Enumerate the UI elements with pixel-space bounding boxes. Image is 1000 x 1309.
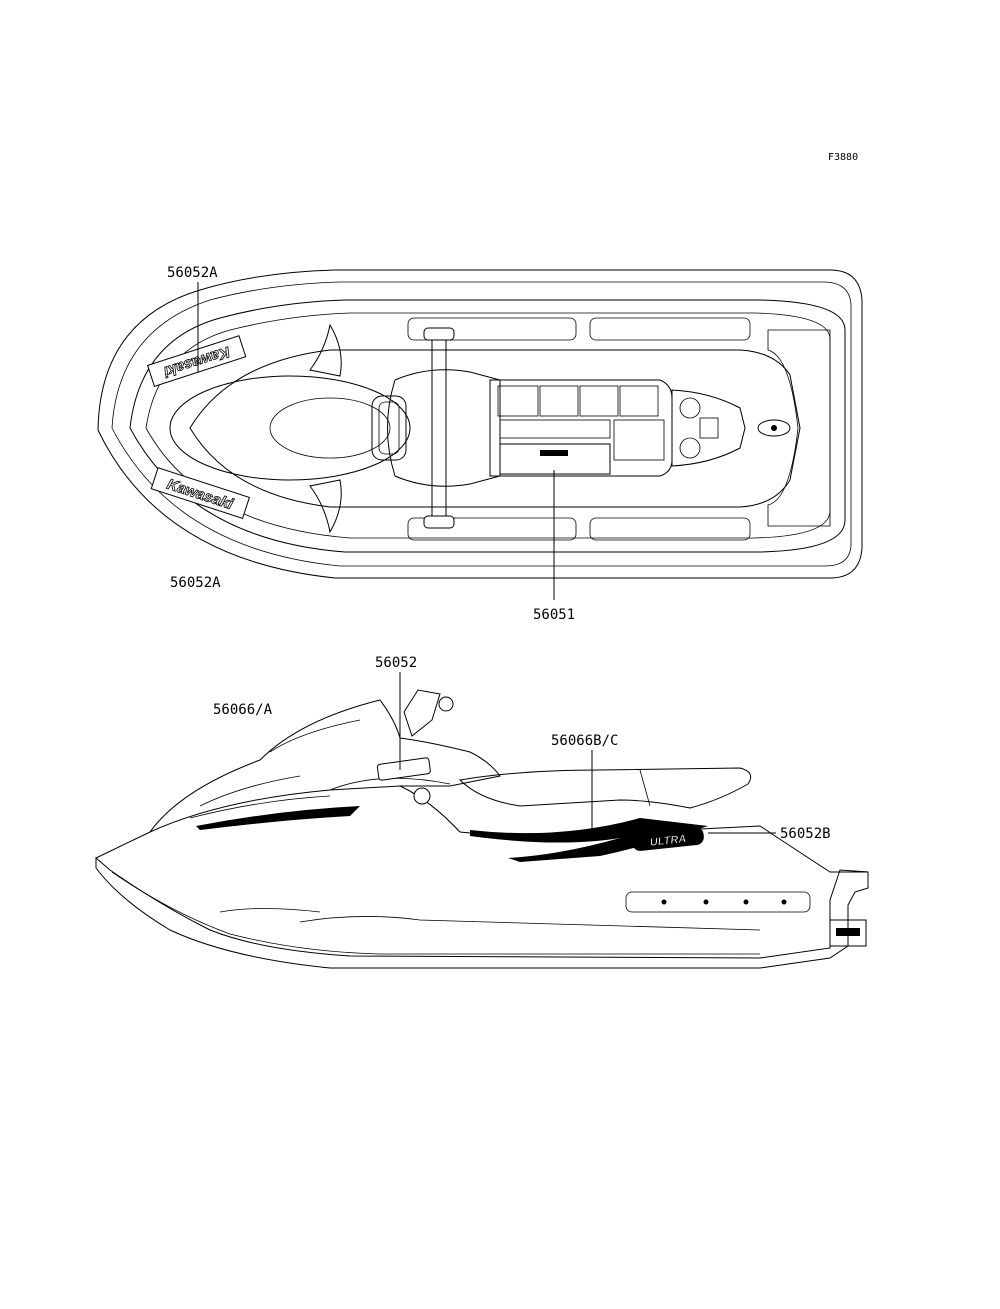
figure-reference: F3880	[828, 152, 858, 163]
callout-56052a-upper: 56052A	[167, 265, 218, 281]
hood-decal	[376, 757, 431, 781]
callout-56052a-lower: 56052A	[170, 575, 221, 591]
callout-56052b: 56052B	[780, 826, 831, 842]
callout-56066a: 56066/A	[213, 702, 273, 718]
callout-56066bc: 56066B/C	[551, 733, 618, 749]
ultra-badge: ULTRA	[631, 827, 704, 851]
kawasaki-decal-upper: Kawasaki	[147, 335, 247, 387]
callout-56052: 56052	[375, 655, 417, 671]
callout-56051: 56051	[533, 607, 575, 623]
svg-text:ULTRA: ULTRA	[649, 833, 687, 849]
side-view-watercraft: ULTRA 56052 56066/A 56066B/C 56052B	[95, 655, 869, 969]
top-view-watercraft: Kawasaki Kawasaki 56052A 56052A 56051	[97, 265, 863, 623]
svg-text:Kawasaki: Kawasaki	[161, 343, 232, 381]
